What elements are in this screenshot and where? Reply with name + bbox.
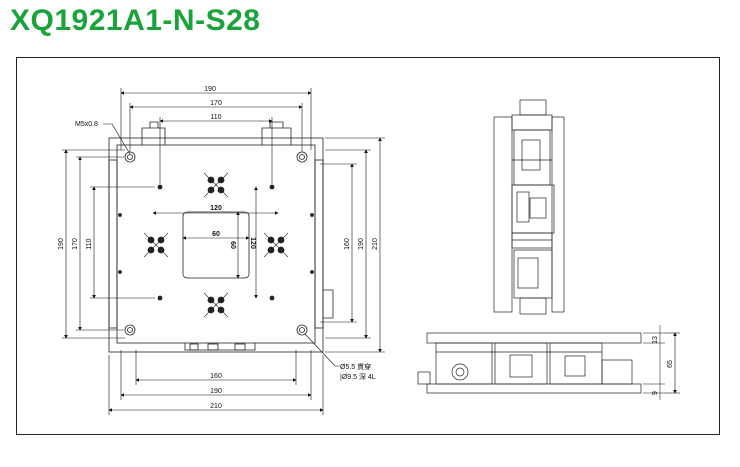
front-view-dimensions [643,325,680,400]
front-base-plate [426,383,642,394]
top-view [108,121,334,353]
top-brackets [141,127,292,145]
dim-170-top: 170 [210,100,222,107]
side-view [493,99,565,315]
dim-9: 9 [652,391,659,395]
screw-label: M5x0.8 [75,121,98,128]
front-top-plate [426,332,642,344]
dim-160-right: 160 [344,238,351,250]
side-top-plate [551,116,565,313]
dim-110-top: 110 [210,114,221,121]
hole-note-2: |Ø9.5 深 4L [340,372,376,381]
hole-clusters [147,176,285,314]
dim-190-right: 190 [358,238,365,250]
dim-170-left: 170 [72,238,79,250]
dim-190-top: 190 [204,86,216,93]
dim-190-left: 190 [58,238,65,250]
corner-holes [124,151,308,336]
hole-note-1: Ø5.5 貫穿 [340,362,371,371]
dim-210-bottom: 210 [210,403,222,410]
small-holes [118,184,314,301]
dim-160-bottom: 160 [210,373,222,380]
dim-60-inner-v: 60 [229,241,236,249]
left-rail [108,159,118,329]
drawing-frame [16,57,720,435]
dim-120-v: 120 [249,237,256,249]
stage-plate-outline [116,144,316,344]
dim-110-left: 110 [86,238,93,249]
right-rail [314,159,324,329]
dim-120-inner: 120 [210,205,222,212]
center-aperture [182,211,250,279]
base-plate-outline [108,137,324,353]
dim-13: 13 [652,336,659,344]
dim-65: 65 [667,360,674,368]
front-view [417,332,642,394]
page-title: XQ1921A1-N-S28 [10,4,261,37]
motor-block [323,289,334,319]
top-view-dimensions [62,88,385,415]
dim-210-right: 210 [372,238,379,250]
dim-60-inner-h: 60 [212,231,220,238]
side-base-plate [493,116,513,313]
dim-190-bottom: 190 [210,388,222,395]
